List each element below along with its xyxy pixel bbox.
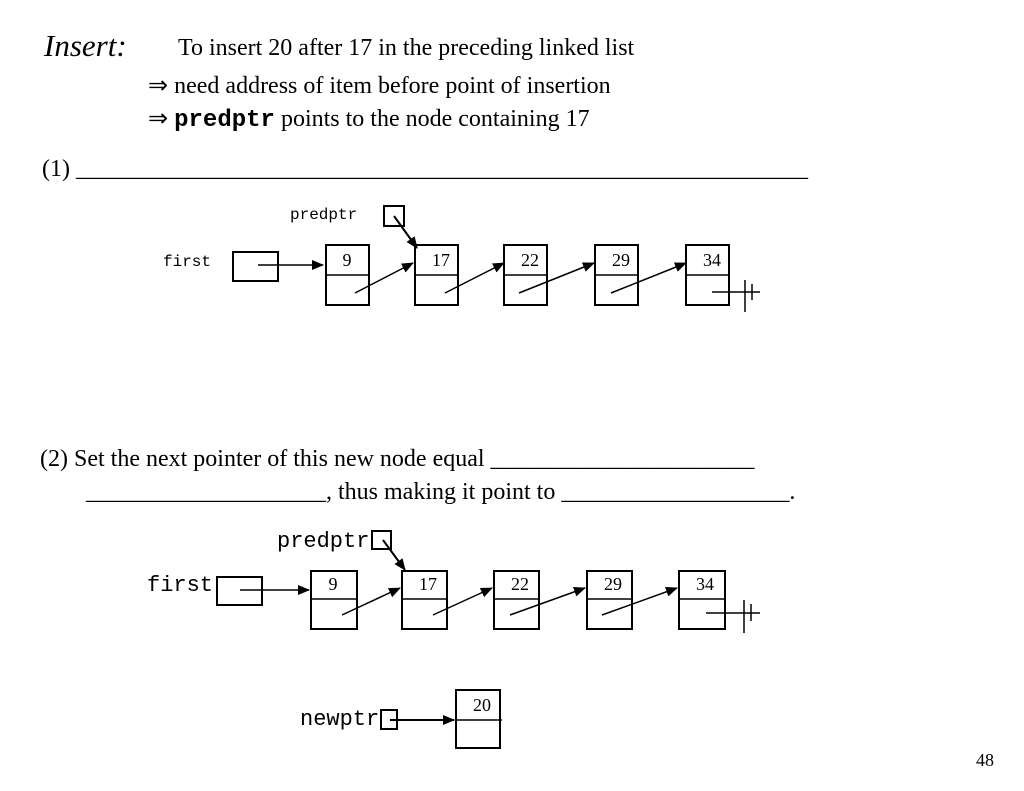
node-17: 17: [414, 244, 459, 306]
node-value: 9: [329, 574, 338, 594]
bullet-address: ⇒ need address of item before point of i…: [148, 71, 611, 100]
first-label: first: [163, 253, 211, 271]
predptr-box: [371, 530, 392, 550]
first-label: first: [147, 573, 213, 598]
new-node-20: 20: [455, 689, 502, 749]
node-value: 20: [473, 695, 491, 715]
predptr-code: predptr: [174, 107, 275, 134]
next-arrow: [341, 587, 401, 616]
next-arrow: [518, 262, 595, 294]
first-box: [232, 251, 279, 282]
node-value: 17: [419, 574, 437, 594]
step-2-line-2: ____________________, thus making it poi…: [86, 479, 796, 505]
node-34: 34: [685, 244, 730, 306]
node-value: 34: [703, 250, 721, 270]
bullet-predptr: ⇒ predptr points to the node containing …: [148, 104, 590, 134]
next-arrow: [610, 262, 687, 294]
step-1-line: (1) ____________________________________…: [42, 156, 808, 182]
node-value: 22: [511, 574, 529, 594]
node-value: 29: [612, 250, 630, 270]
node-value: 9: [343, 250, 352, 270]
node-9: 9: [310, 570, 358, 630]
node-value: 22: [521, 250, 539, 270]
next-arrow: [432, 587, 493, 616]
predptr-arrow: [393, 215, 418, 249]
bullet-address-text: need address of item before point of ins…: [174, 73, 611, 99]
next-arrow: [354, 262, 414, 294]
predptr-arrow: [382, 539, 406, 571]
node-22: 22: [503, 244, 548, 306]
next-arrow: [509, 587, 586, 616]
insert-heading: Insert:: [44, 28, 127, 63]
intro-line: To insert 20 after 17 in the preceding l…: [178, 35, 635, 61]
node-34: 34: [678, 570, 726, 630]
predptr-box: [383, 205, 405, 227]
implies-arrow: ⇒: [148, 73, 169, 99]
node-value: 29: [604, 574, 622, 594]
next-arrow: [601, 587, 678, 616]
node-29: 29: [594, 244, 639, 306]
first-box: [216, 576, 263, 606]
null-terminator: [712, 280, 760, 312]
bullet-predptr-text: points to the node containing 17: [280, 106, 590, 132]
node-22: 22: [493, 570, 540, 630]
newptr-label: newptr: [300, 707, 379, 732]
predptr-label: predptr: [290, 206, 357, 224]
node-17: 17: [401, 570, 448, 630]
null-terminator: [706, 600, 760, 633]
node-value: 17: [432, 250, 450, 270]
page-number: 48: [976, 750, 994, 770]
next-arrow: [444, 262, 505, 294]
step-2-line-1: (2) Set the next pointer of this new nod…: [40, 446, 755, 472]
diagram-1: predptr first 9 17 22 29: [163, 205, 760, 312]
diagram-2: predptr first 9 17 22 29: [147, 529, 760, 749]
node-9: 9: [325, 244, 370, 306]
node-29: 29: [586, 570, 633, 630]
implies-arrow: ⇒: [148, 106, 169, 132]
predptr-label: predptr: [277, 529, 369, 554]
node-value: 34: [696, 574, 714, 594]
